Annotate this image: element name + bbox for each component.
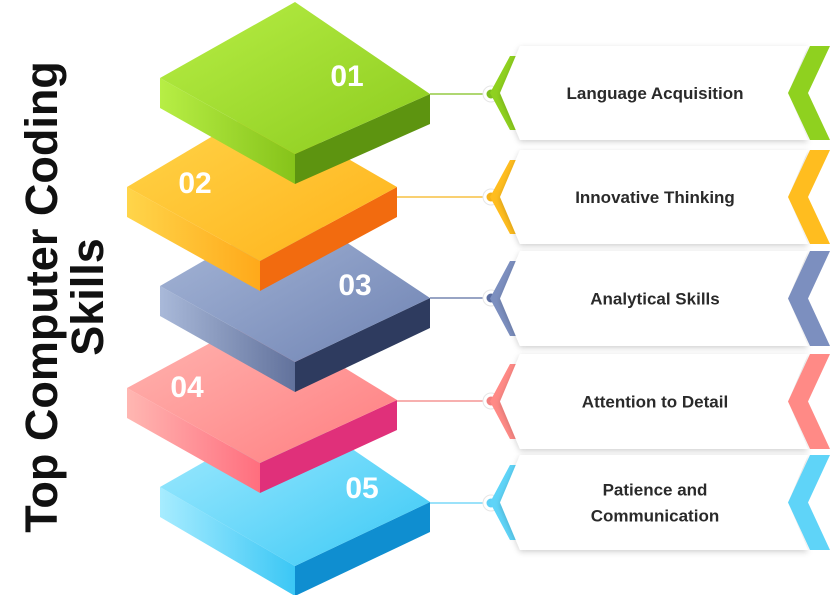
title-line-2: Skills bbox=[62, 238, 113, 356]
skill-label: Attention to Detail bbox=[582, 393, 728, 412]
skill-card-04: Attention to Detail bbox=[490, 354, 830, 449]
card-body bbox=[500, 150, 808, 244]
block-top-face bbox=[127, 316, 397, 463]
block-top-face bbox=[160, 2, 430, 154]
skill-card-03: Analytical Skills bbox=[490, 251, 830, 346]
block-number: 03 bbox=[338, 269, 371, 302]
connector-05 bbox=[430, 494, 500, 512]
block-top-face bbox=[127, 108, 397, 261]
block-right-face bbox=[295, 298, 430, 392]
block-left-face bbox=[127, 187, 260, 291]
block-right-face bbox=[295, 502, 430, 595]
card-body bbox=[500, 455, 808, 550]
block-left-face bbox=[127, 388, 260, 493]
card-body bbox=[500, 46, 808, 140]
block-left-face bbox=[160, 487, 295, 595]
block-04: 04 bbox=[127, 316, 397, 493]
block-number: 04 bbox=[170, 371, 204, 404]
right-chevron bbox=[788, 251, 830, 346]
skill-label: Innovative Thinking bbox=[575, 188, 735, 207]
connector-01 bbox=[430, 85, 500, 103]
right-chevron bbox=[788, 46, 830, 140]
block-right-face bbox=[295, 94, 430, 184]
block-number: 01 bbox=[330, 60, 363, 93]
block-right-face bbox=[260, 187, 397, 291]
right-chevron bbox=[788, 354, 830, 449]
block-01: 01 bbox=[160, 2, 430, 184]
skill-card-02: Innovative Thinking bbox=[490, 150, 830, 244]
skill-card-01: Language Acquisition bbox=[490, 46, 830, 140]
skill-label: Language Acquisition bbox=[567, 84, 744, 103]
block-03: 03 bbox=[160, 208, 430, 392]
connector-02 bbox=[397, 188, 500, 206]
block-02: 02 bbox=[127, 108, 397, 291]
skill-label: Analytical Skills bbox=[590, 290, 719, 309]
right-chevron bbox=[788, 150, 830, 244]
skill-label: Patience and bbox=[603, 481, 708, 500]
card-body bbox=[500, 251, 808, 346]
card-body bbox=[500, 354, 808, 449]
block-number: 05 bbox=[345, 472, 378, 505]
block-left-face bbox=[160, 286, 295, 392]
title-line-1: Top Computer Coding bbox=[16, 61, 67, 533]
block-right-face bbox=[260, 400, 397, 493]
skill-label: Communication bbox=[591, 507, 719, 526]
connector-03 bbox=[430, 289, 500, 307]
stacked-blocks: 05 04 03 02 01 bbox=[127, 2, 430, 595]
block-number: 02 bbox=[178, 167, 211, 200]
block-left-face bbox=[160, 78, 295, 184]
right-chevron bbox=[788, 455, 830, 550]
connector-04 bbox=[397, 392, 500, 410]
vertical-title: Top Computer Coding Skills bbox=[16, 61, 113, 533]
block-top-face bbox=[160, 208, 430, 362]
